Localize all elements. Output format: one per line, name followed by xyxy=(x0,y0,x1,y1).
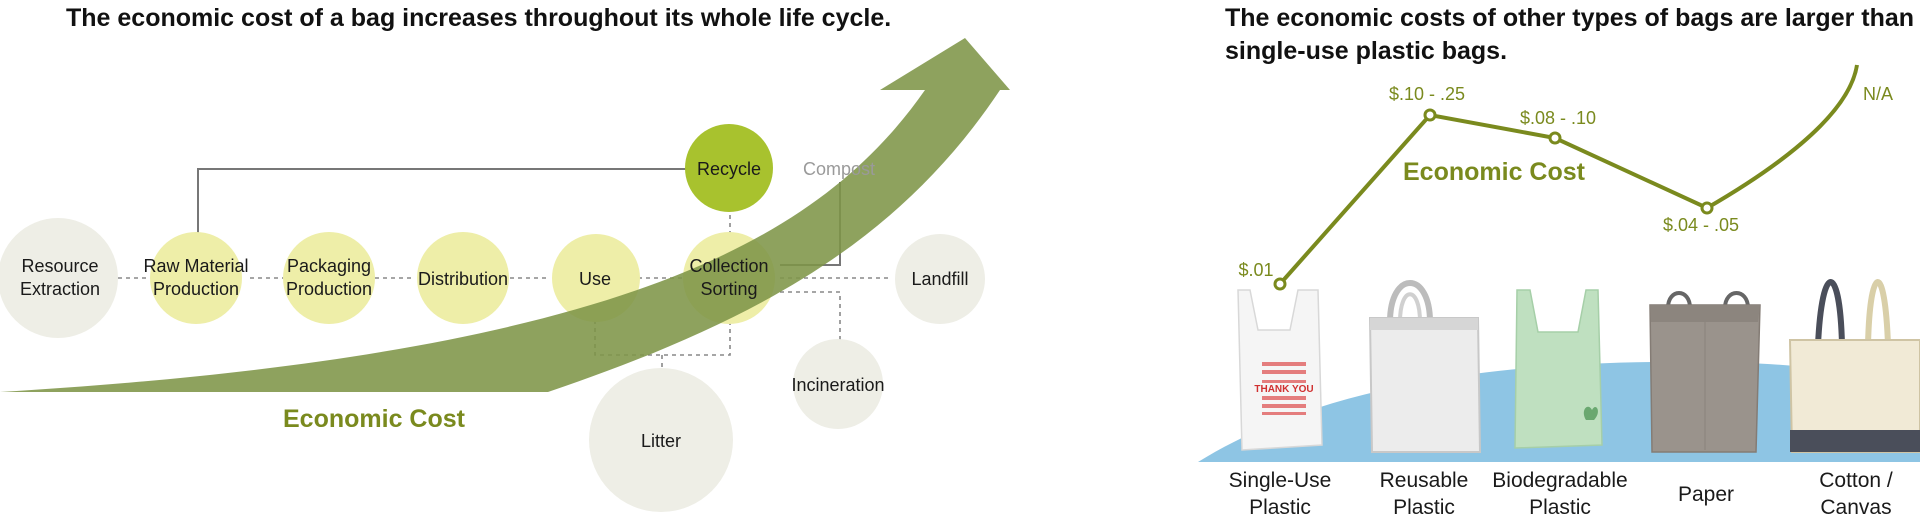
bag-label-cotton-1: Cotton / xyxy=(1819,469,1893,492)
data-point-paper xyxy=(1700,201,1714,215)
value-label-biodegradable: $.08 - .10 xyxy=(1520,108,1596,128)
recycle-label: Recycle xyxy=(697,159,761,179)
data-point-reusable xyxy=(1423,108,1437,122)
bag-label-single-use-2: Plastic xyxy=(1249,496,1311,517)
left-panel-title: The economic cost of a bag increases thr… xyxy=(66,4,892,32)
right-panel-title: The economic costs of other types of bag… xyxy=(1225,4,1915,65)
bag-comparison-chart: THANK YOU xyxy=(1198,64,1920,517)
incineration-label: Incineration xyxy=(791,375,884,395)
life-cycle-diagram: Resource Extraction Raw Material Product… xyxy=(0,38,1010,512)
packaging-production-circle xyxy=(283,232,375,324)
biodegradable-plastic-bag-icon xyxy=(1514,289,1603,449)
right-economic-cost-label: Economic Cost xyxy=(1403,158,1586,186)
resource-extraction-label-1: Resource xyxy=(21,256,98,276)
value-label-single-use: $.01 xyxy=(1238,260,1273,280)
raw-material-label-2: Production xyxy=(153,279,239,299)
reusable-plastic-bag-icon xyxy=(1368,280,1482,453)
raw-material-label-1: Raw Material xyxy=(143,256,248,276)
resource-extraction-label-2: Extraction xyxy=(20,279,100,299)
resource-extraction-circle xyxy=(0,218,118,338)
distribution-label: Distribution xyxy=(418,269,508,289)
economic-cost-arrow xyxy=(0,38,1010,392)
bag-label-biodegradable-1: Biodegradable xyxy=(1492,469,1627,492)
paper-bag-icon xyxy=(1649,291,1761,453)
thank-you-print: THANK YOU xyxy=(1254,384,1313,395)
value-label-cotton: N/A xyxy=(1863,84,1893,104)
landfill-circle xyxy=(895,234,985,324)
value-label-reusable: $.10 - .25 xyxy=(1389,84,1465,104)
bag-label-cotton-2: Canvas xyxy=(1820,496,1891,517)
litter-label: Litter xyxy=(641,431,681,451)
raw-material-production-circle xyxy=(150,232,242,324)
distribution-circle xyxy=(417,232,509,324)
packaging-label-2: Production xyxy=(286,279,372,299)
single-use-plastic-bag-icon: THANK YOU xyxy=(1237,289,1323,451)
bag-label-single-use-1: Single-Use xyxy=(1229,469,1332,492)
packaging-label-1: Packaging xyxy=(287,256,371,276)
data-point-biodegradable xyxy=(1548,131,1562,145)
bag-label-biodegradable-2: Plastic xyxy=(1529,496,1591,517)
bag-label-reusable-1: Reusable xyxy=(1380,469,1469,492)
litter-circle xyxy=(589,368,733,512)
collection-label-1: Collection xyxy=(689,256,768,276)
use-label: Use xyxy=(579,269,611,289)
bag-label-paper: Paper xyxy=(1678,483,1734,506)
recycle-circle xyxy=(685,124,773,212)
bag-label-reusable-2: Plastic xyxy=(1393,496,1455,517)
collection-label-2: Sorting xyxy=(700,279,757,299)
landfill-label: Landfill xyxy=(911,269,968,289)
cotton-canvas-bag-icon xyxy=(1788,279,1920,453)
data-point-single-use xyxy=(1273,277,1287,291)
compost-label: Compost xyxy=(803,159,875,179)
left-economic-cost-label: Economic Cost xyxy=(283,405,466,433)
value-label-paper: $.04 - .05 xyxy=(1663,215,1739,235)
incineration-circle xyxy=(793,339,883,429)
